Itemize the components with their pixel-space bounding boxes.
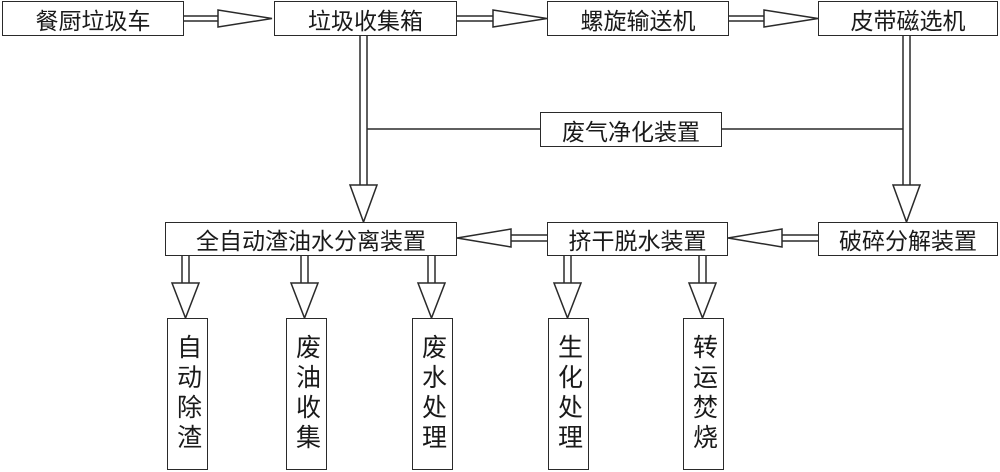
node-kitchen-waste-truck: 餐厨垃圾车 (2, 1, 184, 36)
arrow-down-transfer-burn (687, 256, 718, 321)
node-biochemical-treatment-label: 生化处理 (554, 334, 584, 454)
node-belt-magnetic-separator: 皮带磁选机 (818, 1, 998, 36)
node-auto-slag-removal: 自动除渣 (167, 318, 208, 470)
arrow-down-waste-oil (289, 256, 320, 321)
node-waste-oil-collection-label: 废油收集 (292, 334, 322, 454)
node-crushing-decomposition: 破碎分解装置 (818, 222, 998, 256)
node-waste-oil-collection: 废油收集 (286, 318, 327, 470)
arrow-box-down-to-separator (348, 36, 379, 225)
node-biochemical-treatment: 生化处理 (548, 318, 589, 470)
node-exhaust-purification: 废气净化装置 (540, 112, 722, 147)
arrow-down-auto-slag (170, 256, 201, 321)
node-squeeze-dewatering: 挤干脱水装置 (547, 222, 728, 256)
node-garbage-collection-box: 垃圾收集箱 (274, 1, 457, 36)
arrow-belt-down-to-crusher (891, 36, 922, 225)
arrow-box-to-screw (457, 9, 548, 28)
node-wastewater-treatment-label: 废水处理 (418, 334, 448, 454)
node-transfer-incineration: 转运焚烧 (683, 318, 724, 470)
arrow-screw-to-belt (729, 9, 819, 28)
arrow-squeeze-to-separator (456, 228, 547, 248)
node-wastewater-treatment: 废水处理 (412, 318, 453, 470)
arrow-truck-to-box (184, 9, 273, 28)
arrow-crusher-to-squeeze (727, 228, 818, 248)
node-auto-slag-removal-label: 自动除渣 (173, 334, 203, 454)
node-auto-slag-oil-water-separator: 全自动渣油水分离装置 (165, 222, 457, 256)
node-transfer-incineration-label: 转运焚烧 (689, 334, 719, 454)
arrow-down-waste-water (416, 256, 447, 321)
arrow-down-bio-treat (552, 256, 583, 321)
node-screw-conveyor: 螺旋输送机 (547, 1, 729, 36)
